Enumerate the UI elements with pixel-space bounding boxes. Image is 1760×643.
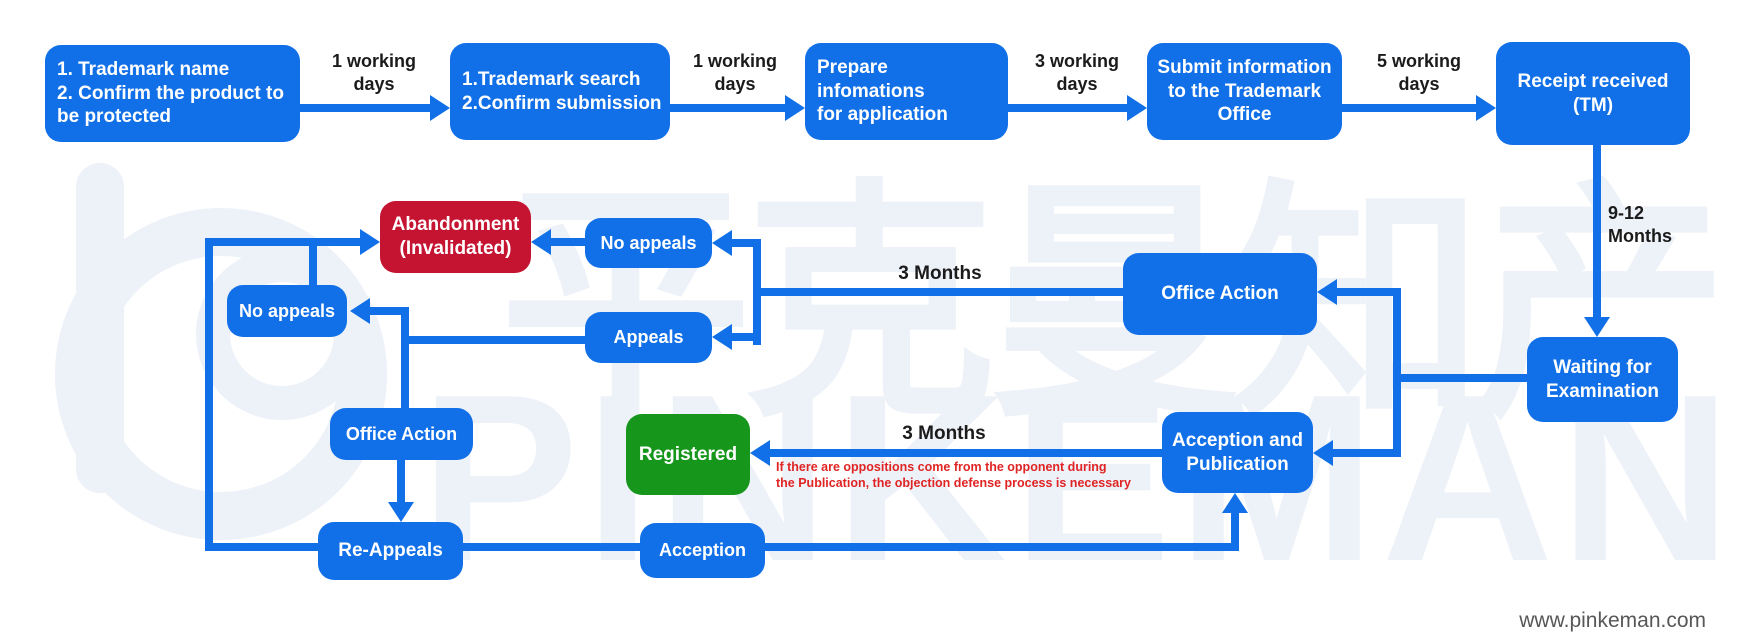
edge-line [551, 238, 585, 246]
edge-line [405, 336, 585, 344]
edge-line [757, 288, 1123, 296]
node-office-action-1: Office Action [1123, 253, 1317, 335]
arrowhead [1313, 440, 1333, 466]
node-prepare-info: Prepare infomations for application [805, 43, 1008, 140]
node-abandonment: Abandonment (Invalidated) [380, 201, 531, 273]
arrowhead [350, 298, 370, 324]
arrowhead [360, 229, 380, 255]
arrowhead [1476, 95, 1496, 121]
node-no-appeals-2: No appeals [227, 285, 347, 337]
edge-line [309, 238, 317, 285]
edge-line [1342, 104, 1478, 112]
edge-line [300, 104, 432, 112]
edge-line [1393, 288, 1401, 457]
arrowhead [1584, 317, 1610, 337]
edge-line [1337, 288, 1397, 296]
arrowhead [1317, 279, 1337, 305]
edge-line [205, 238, 213, 551]
edge-line [1008, 104, 1129, 112]
node-re-appeals: Re-Appeals [318, 522, 463, 580]
node-acception: Acception [640, 523, 765, 578]
arrowhead [712, 230, 732, 256]
node-appeals: Appeals [585, 312, 712, 363]
edge-line [1231, 513, 1239, 547]
arrowhead [531, 229, 551, 255]
node-office-action-2: Office Action [330, 408, 473, 460]
node-trademark-search: 1.Trademark search 2.Confirm submission [450, 43, 670, 140]
arrowhead [712, 324, 732, 350]
edge-line [732, 333, 757, 341]
arrowhead [430, 95, 450, 121]
node-submit-info: Submit information to the Trademark Offi… [1147, 43, 1342, 140]
edge-label-5-working-days: 5 working days [1376, 51, 1461, 94]
edge-label-9-12-months: 9-12 Months [1608, 203, 1672, 246]
node-acception-publication: Acception and Publication [1162, 412, 1313, 493]
edge-line [1333, 449, 1397, 457]
edge-line [770, 449, 1162, 457]
arrowhead [1127, 95, 1147, 121]
footer-url: www.pinkeman.com [1519, 609, 1706, 632]
arrowhead [1222, 493, 1248, 513]
edge-line [1397, 374, 1527, 382]
edge-label-1-working-days-b: 1 working days [692, 51, 777, 94]
node-waiting-examination: Waiting for Examination [1527, 337, 1678, 422]
watermark-cjk-text: 平克曼知产 [500, 165, 1728, 446]
node-receipt-received: Receipt received (TM) [1496, 42, 1690, 145]
edge-label-3-working-days: 3 working days [1034, 51, 1119, 94]
arrowhead [388, 502, 414, 522]
node-trademark-name: 1. Trademark name 2. Confirm the product… [45, 45, 300, 142]
node-no-appeals-1: No appeals [585, 218, 712, 268]
edge-line [205, 238, 362, 246]
edge-label-3-months-bottom: 3 Months [902, 423, 986, 444]
edge-line [765, 543, 1239, 551]
edge-line [463, 543, 640, 551]
edge-line [397, 460, 405, 502]
edge-line [1593, 145, 1601, 319]
edge-label-1-working-days-a: 1 working days [331, 51, 416, 94]
edge-line [732, 239, 757, 247]
opposition-note: If there are oppositions come from the o… [776, 460, 1131, 490]
arrowhead [750, 440, 770, 466]
edge-line [753, 239, 761, 345]
edge-line [401, 307, 409, 408]
edge-line [670, 104, 787, 112]
edge-label-3-months-top: 3 Months [898, 263, 982, 284]
arrowhead [785, 95, 805, 121]
edge-line [205, 543, 318, 551]
edge-line [370, 307, 409, 315]
node-registered: Registered [626, 414, 750, 495]
